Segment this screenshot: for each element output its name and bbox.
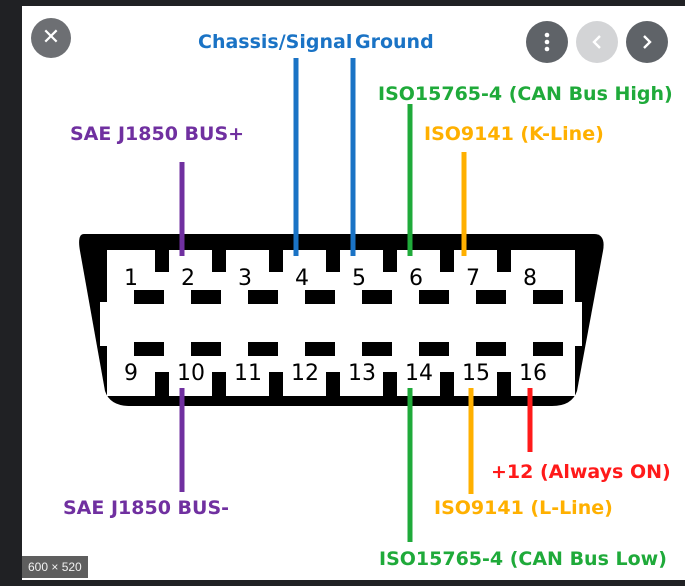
chevron-right-icon (643, 35, 652, 49)
pins-top-row: 1 2 3 4 5 6 7 8 (124, 266, 537, 291)
label-can-high: ISO15765-4 (CAN Bus High) (378, 83, 673, 105)
pin-number-13: 13 (348, 361, 376, 386)
pin-number-6: 6 (409, 266, 423, 291)
bottom-pin-dividers (134, 342, 563, 396)
connector-middle-gap (100, 302, 582, 346)
label-lline: ISO9141 (L-Line) (434, 497, 613, 519)
close-icon: ✕ (41, 25, 61, 50)
image-dimensions-badge: 600 × 520 (22, 556, 88, 578)
pin-number-15: 15 (462, 361, 490, 386)
pin-number-4: 4 (295, 266, 309, 291)
pin-number-2: 2 (181, 266, 195, 291)
label-chassis-ground: Chassis/Signal (198, 31, 352, 53)
pin-number-9: 9 (124, 361, 138, 386)
pins-bottom-row: 9 10 11 12 13 14 15 16 (124, 361, 547, 386)
label-signal-ground: Ground (355, 31, 434, 53)
pin-number-16: 16 (519, 361, 547, 386)
label-always-on: +12 (Always ON) (491, 461, 671, 483)
previous-image-button[interactable] (576, 21, 618, 63)
label-can-low: ISO15765-4 (CAN Bus Low) (379, 548, 667, 570)
pin-number-10: 10 (177, 361, 205, 386)
pin-number-12: 12 (291, 361, 319, 386)
pin-number-5: 5 (352, 266, 366, 291)
pin-number-14: 14 (405, 361, 433, 386)
pin-number-1: 1 (124, 266, 138, 291)
chevron-left-icon (592, 35, 601, 49)
more-options-button[interactable] (526, 21, 568, 63)
label-kline: ISO9141 (K-Line) (424, 123, 604, 145)
pin-number-11: 11 (234, 361, 262, 386)
pin-number-8: 8 (523, 266, 537, 291)
label-j1850-plus: SAE J1850 BUS+ (70, 123, 244, 145)
more-vert-icon (544, 32, 550, 52)
image-dimensions-text: 600 × 520 (28, 560, 82, 574)
top-pin-dividers (134, 250, 563, 304)
close-button[interactable]: ✕ (31, 18, 71, 58)
pin-number-7: 7 (466, 266, 480, 291)
label-j1850-minus: SAE J1850 BUS- (63, 497, 229, 519)
pin-number-3: 3 (238, 266, 252, 291)
next-image-button[interactable] (626, 21, 668, 63)
